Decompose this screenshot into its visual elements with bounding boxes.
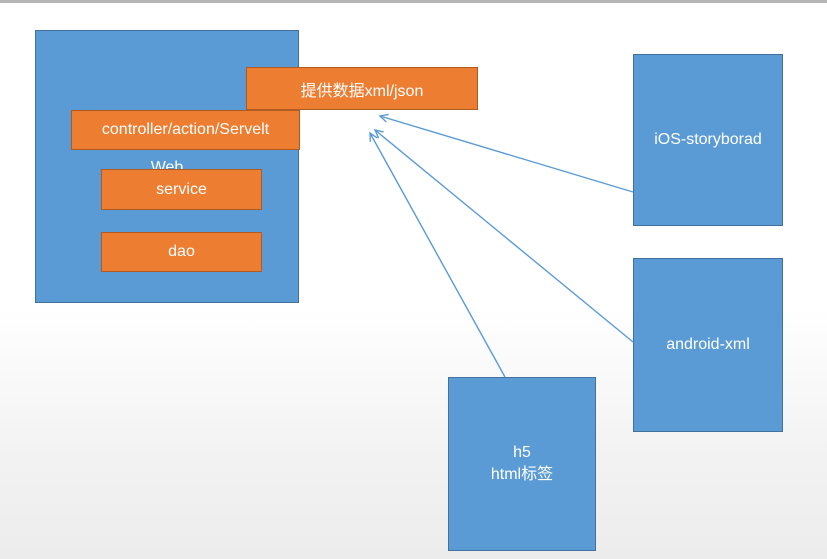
controller-layer-box: controller/action/Servelt: [71, 110, 300, 150]
service-layer-label: service: [156, 180, 207, 198]
android-client-box: android-xml: [633, 258, 783, 432]
arrow-h5-to-data: [370, 133, 506, 378]
h5-client-label-line1: h5: [513, 444, 531, 461]
dao-layer-label: dao: [168, 243, 195, 260]
top-border: [0, 0, 827, 3]
controller-layer-label: controller/action/Servelt: [101, 121, 270, 138]
arrow-ios-to-data: [380, 116, 634, 193]
android-client-label: android-xml: [666, 336, 750, 353]
ios-client-box: iOS-storyborad: [633, 54, 783, 226]
h5-client-label-line2: html标签: [490, 466, 554, 483]
dao-layer-box: dao: [101, 232, 262, 272]
service-layer-box: service: [101, 169, 262, 210]
provide-data-box: 提供数据xml/json: [246, 67, 478, 110]
arrow-android-to-data: [375, 130, 634, 343]
provide-data-label: 提供数据xml/json: [300, 82, 424, 100]
h5-client-box: h5 html标签: [448, 377, 596, 551]
ios-client-label: iOS-storyborad: [654, 131, 762, 148]
